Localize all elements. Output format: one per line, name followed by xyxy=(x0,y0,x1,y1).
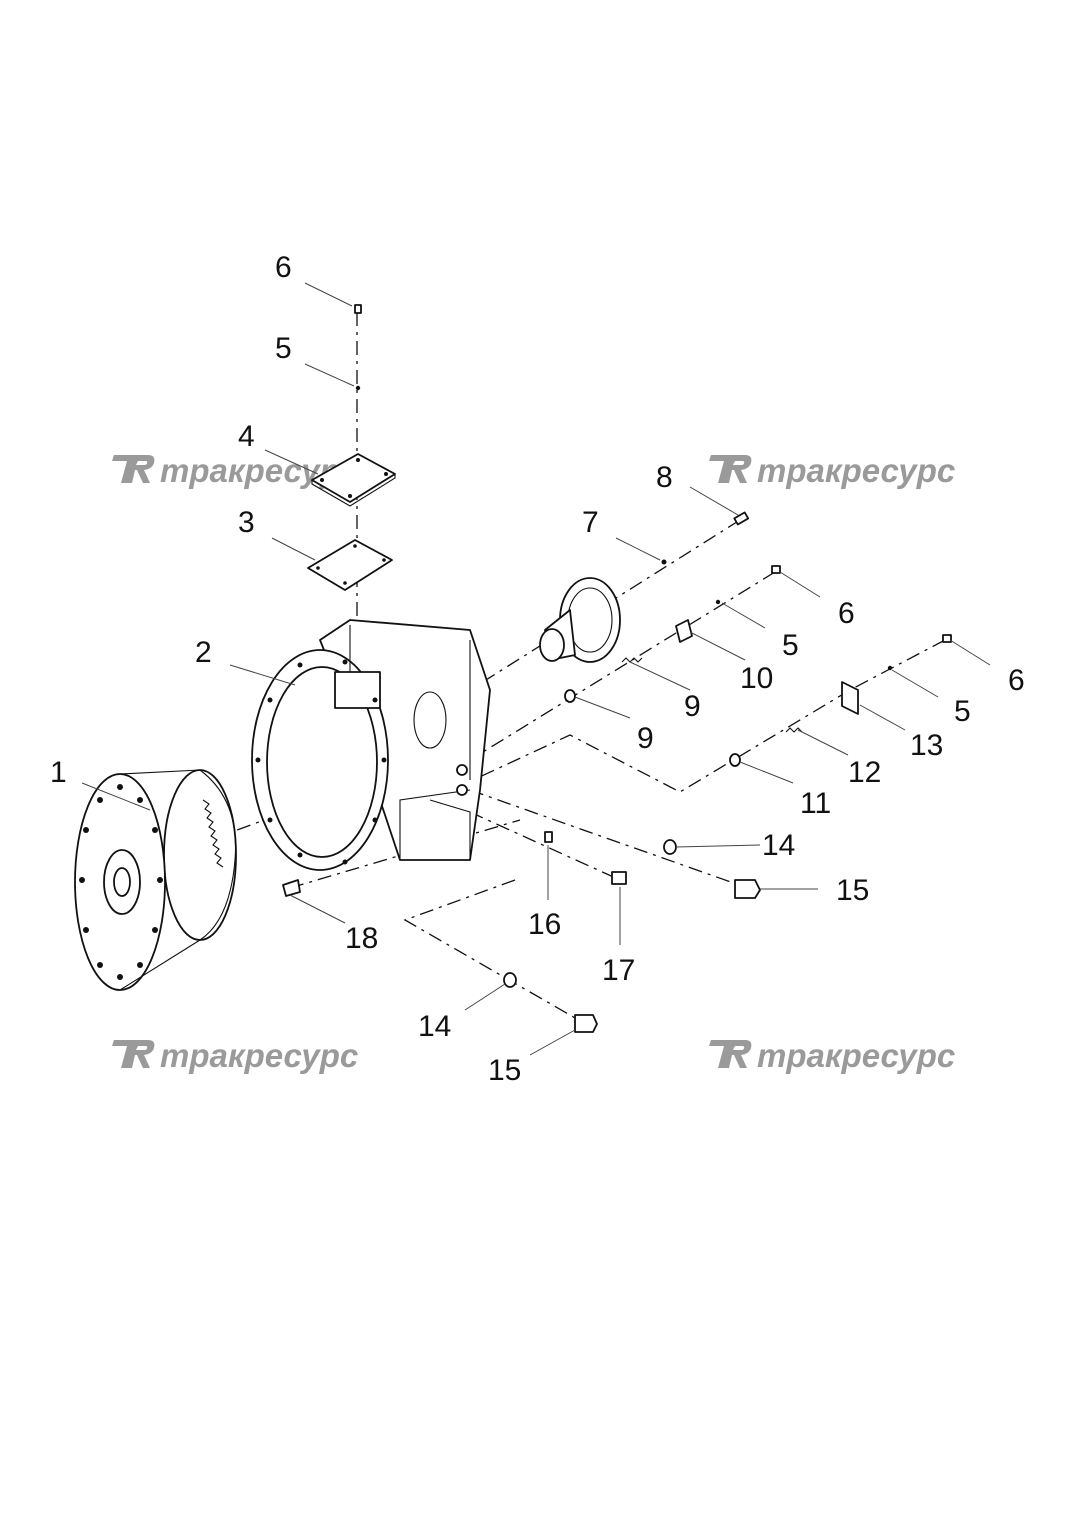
watermark-text: тракресурс xyxy=(160,1037,358,1074)
bolt-circle xyxy=(79,784,163,980)
flange-bolts xyxy=(255,659,387,865)
callout-8: 8 xyxy=(656,461,673,494)
part-2-transmission-housing xyxy=(251,619,491,871)
callout-11: 10 xyxy=(740,662,773,695)
callout-5-mid: 5 xyxy=(782,629,799,662)
callout-9-upper: 9 xyxy=(637,722,654,755)
callout-4: 4 xyxy=(238,420,255,453)
leader-lines xyxy=(81,282,991,1056)
callout-5-right: 5 xyxy=(954,695,971,728)
tr-logo-icon xyxy=(112,455,155,483)
watermark-text: тракресурс xyxy=(757,1037,955,1074)
callout-2: 2 xyxy=(195,636,212,669)
callout-17: 17 xyxy=(602,954,635,987)
callout-labels: 6 5 4 3 2 1 8 7 6 5 10 9 9 6 5 13 12 11 … xyxy=(50,251,1025,1087)
tr-logo-icon xyxy=(112,1040,155,1068)
callout-14-lower: 14 xyxy=(418,1010,451,1043)
callout-3: 3 xyxy=(238,506,255,539)
part-pump-flange xyxy=(539,577,621,663)
callout-1: 1 xyxy=(50,756,67,789)
part-3-gasket xyxy=(307,539,393,591)
callout-15-upper: 15 xyxy=(836,874,869,907)
part-1-torque-converter xyxy=(74,769,237,991)
callout-15-lower: 15 xyxy=(488,1054,521,1087)
watermark-bottom-left: тракресурс xyxy=(112,1037,358,1074)
callout-6-right: 6 xyxy=(1008,664,1025,697)
callout-6-top: 6 xyxy=(275,251,292,284)
watermark-top-right: тракресурс xyxy=(709,452,955,489)
callout-16: 16 xyxy=(528,908,561,941)
watermark-bottom-right: тракресурс xyxy=(709,1037,955,1074)
callout-5-top: 5 xyxy=(275,332,292,365)
callout-7: 7 xyxy=(582,506,599,539)
callout-6-mid: 6 xyxy=(838,597,855,630)
tr-logo-icon xyxy=(709,1040,752,1068)
callout-10: 9 xyxy=(684,690,701,723)
tr-logo-icon xyxy=(709,455,752,483)
hardware-screws-washers xyxy=(282,304,952,1033)
part-4-cover-plate xyxy=(311,453,396,507)
callout-14-upper: 14 xyxy=(762,829,795,862)
callout-9-lower: 11 xyxy=(800,787,831,820)
watermark-text: тракресурс xyxy=(757,452,955,489)
callout-12: 12 xyxy=(848,756,881,789)
callout-13: 13 xyxy=(910,729,943,762)
callout-18: 18 xyxy=(345,922,378,955)
